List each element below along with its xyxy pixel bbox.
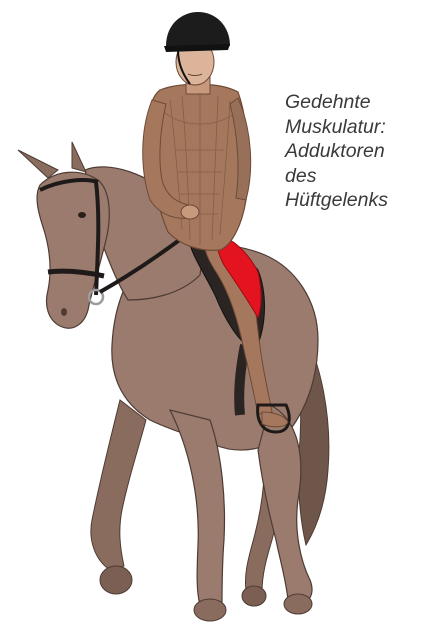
riding-helmet bbox=[166, 12, 230, 48]
horse-nostril bbox=[61, 308, 67, 316]
rider-hand bbox=[181, 205, 199, 219]
caption-line-3: Adduktoren bbox=[285, 139, 445, 164]
horse-eye bbox=[78, 212, 86, 218]
muscle-caption: Gedehnte Muskulatur: Adduktoren des Hüft… bbox=[285, 90, 445, 213]
horse-near-front-hoof bbox=[194, 599, 226, 621]
girth bbox=[239, 345, 245, 415]
bridle-cheekpiece bbox=[96, 182, 98, 295]
caption-line-1: Gedehnte bbox=[285, 90, 445, 115]
horse-far-front-hoof bbox=[100, 566, 132, 594]
horse-right-ear bbox=[72, 142, 86, 172]
horse-left-ear bbox=[18, 150, 58, 178]
caption-line-5: Hüftgelenks bbox=[285, 188, 445, 213]
horse-far-foreleg bbox=[91, 400, 146, 570]
caption-line-4: des bbox=[285, 164, 445, 189]
horse-far-hind-hoof bbox=[242, 586, 266, 606]
caption-line-2: Muskulatur: bbox=[285, 115, 445, 140]
horse-near-hind-hoof bbox=[284, 594, 312, 614]
